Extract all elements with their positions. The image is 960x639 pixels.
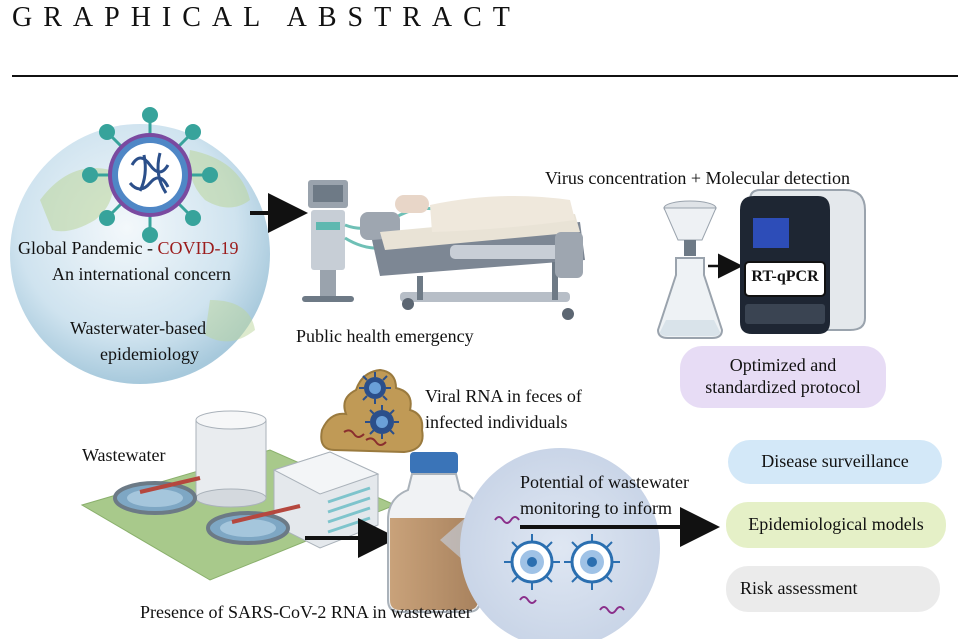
hospital-bed-illustration	[302, 180, 585, 320]
risk-badge: Risk assessment	[726, 566, 940, 612]
virus-particle-icon	[365, 405, 399, 439]
virus-particle-icon	[564, 534, 620, 590]
qpcr-machine-illustration	[740, 189, 866, 334]
lab-title: Virus concentration + Molecular detectio…	[545, 168, 850, 188]
qpcr-device-label: RT-qPCR	[751, 268, 819, 285]
protocol-badge: Optimized and standardized protocol	[680, 346, 886, 408]
page-title: GRAPHICAL ABSTRACT	[12, 2, 521, 33]
sars-cov-2-caption: Presence of SARS-CoV-2 RNA in wastewater	[140, 602, 472, 622]
wastewater-label: Wastewater	[82, 445, 166, 465]
globe-label-wbe-line2: epidemiology	[100, 344, 199, 364]
monitoring-label-line2: monitoring to inform	[520, 498, 672, 518]
globe-label-concern: An international concern	[52, 264, 231, 284]
title-divider	[12, 75, 958, 77]
globe-illustration	[10, 124, 270, 384]
models-badge: Epidemiological models	[726, 502, 946, 548]
surveillance-badge: Disease surveillance	[728, 440, 942, 484]
magnified-sample-bubble	[460, 448, 660, 639]
globe-label-pandemic: Global Pandemic - COVID-19	[18, 238, 239, 258]
virus-particle-icon	[504, 534, 560, 590]
filtration-flask-illustration	[656, 200, 724, 339]
hospital-caption: Public health emergency	[296, 326, 474, 346]
coronavirus-icon	[82, 107, 218, 243]
globe-label-wbe-line1: Wasterwater-based	[70, 318, 207, 338]
covid-highlight: COVID-19	[157, 238, 239, 258]
virus-particle-icon	[359, 372, 391, 404]
feces-label-line1: Viral RNA in feces of	[425, 386, 582, 406]
monitoring-label-line1: Potential of wastewater	[520, 472, 689, 492]
feces-label-line2: infected individuals	[425, 412, 568, 432]
